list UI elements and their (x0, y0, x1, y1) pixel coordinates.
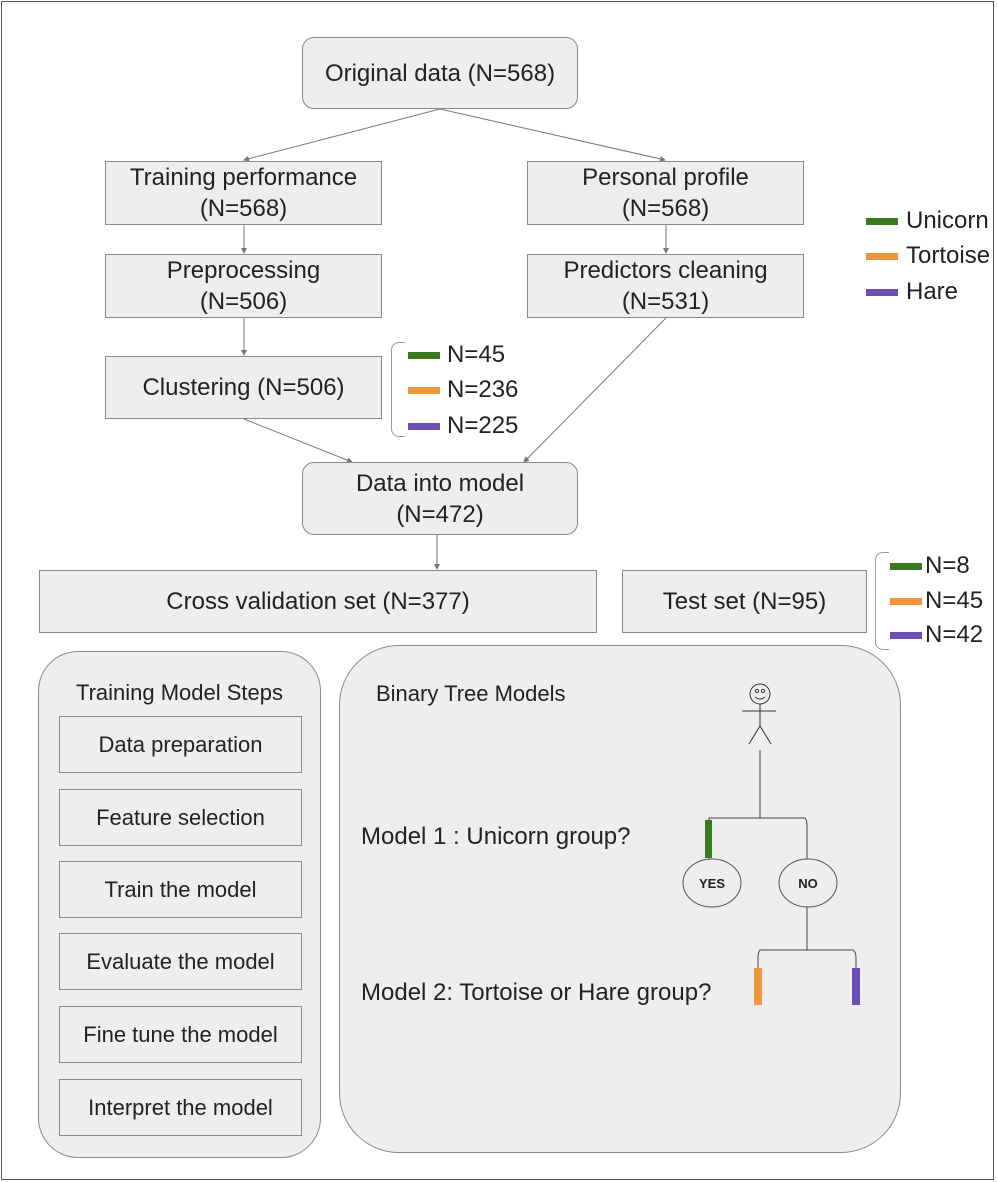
legend-unicorn-label: Unicorn (906, 207, 989, 234)
model-1-question: Model 1 : Unicorn group? (361, 823, 631, 850)
training-performance-box: Training performance (N=568) (105, 161, 382, 225)
test-count-unicorn-value: N=8 (925, 552, 970, 579)
cluster-count-hare: N=225 (408, 411, 518, 441)
training-performance-count: (N=568) (199, 195, 288, 222)
stick-figure-head (749, 683, 771, 705)
cluster-count-unicorn: N=45 (408, 340, 505, 370)
legend-unicorn: Unicorn (866, 206, 989, 236)
preprocessing-count: (N=506) (199, 288, 288, 315)
test-count-hare-value: N=42 (925, 621, 984, 648)
arrow-clustering-to-model (243, 418, 353, 463)
cluster-count-unicorn-value: N=45 (447, 341, 506, 368)
stick-figure-leg-right (759, 725, 772, 745)
tree-branch-model-2 (757, 907, 857, 968)
original-data-label: Original data (N=568) (324, 59, 556, 87)
cluster-count-tortoise-value: N=236 (447, 376, 519, 403)
tortoise-swatch (866, 252, 898, 260)
unicorn-swatch (890, 562, 922, 570)
preprocessing-label: Preprocessing (166, 257, 321, 284)
stick-figure-eye-right (760, 688, 766, 694)
hare-swatch (890, 631, 922, 639)
training-steps-title: Training Model Steps (75, 680, 284, 705)
original-data-box: Original data (N=568) (302, 37, 578, 109)
arrow-predictors-to-model (523, 317, 667, 463)
test-count-tortoise: N=45 (890, 586, 983, 616)
data-into-model-count: (N=472) (396, 500, 484, 528)
arrow-original-to-personal (439, 108, 666, 162)
tortoise-swatch (890, 597, 922, 605)
data-into-model-label: Data into model (355, 469, 525, 497)
step-feature-selection: Feature selection (59, 789, 302, 846)
stick-figure-leg-left (748, 725, 761, 745)
no-node-label: NO (798, 876, 818, 891)
cross-validation-box: Cross validation set (N=377) (39, 570, 597, 633)
test-set-box: Test set (N=95) (622, 570, 867, 633)
clustering-box: Clustering (N=506) (105, 356, 382, 419)
cross-validation-label: Cross validation set (N=377) (166, 588, 470, 615)
hare-swatch (408, 422, 440, 430)
data-into-model-box: Data into model (N=472) (302, 462, 578, 535)
hare-bar (852, 968, 860, 1005)
cluster-count-hare-value: N=225 (447, 412, 519, 439)
clustering-label: Clustering (N=506) (142, 374, 345, 401)
legend-hare-label: Hare (906, 278, 959, 305)
test-count-tortoise-value: N=45 (925, 587, 984, 614)
preprocessing-box: Preprocessing (N=506) (105, 254, 382, 318)
legend-tortoise-label: Tortoise (906, 242, 991, 269)
test-count-hare: N=42 (890, 620, 983, 650)
stick-figure-smile (754, 696, 766, 700)
predictors-cleaning-label: Predictors cleaning (563, 257, 768, 284)
cluster-count-tortoise: N=236 (408, 375, 518, 405)
stick-figure-icon (742, 683, 776, 745)
unicorn-yes-bar (705, 820, 712, 858)
tortoise-bar (754, 968, 762, 1005)
unicorn-swatch (866, 217, 898, 225)
unicorn-swatch (408, 351, 440, 359)
tree-branch-model-1 (708, 817, 808, 863)
binary-tree-title: Binary Tree Models (376, 681, 566, 706)
legend-tortoise: Tortoise (866, 241, 990, 271)
step-evaluate-model: Evaluate the model (59, 933, 302, 990)
yes-node (682, 858, 742, 908)
personal-profile-box: Personal profile (N=568) (527, 161, 804, 225)
personal-profile-count: (N=568) (621, 195, 710, 222)
step-data-preparation: Data preparation (59, 716, 302, 773)
yes-node-label: YES (699, 876, 725, 891)
tortoise-swatch (408, 386, 440, 394)
legend-hare: Hare (866, 277, 958, 307)
step-train-model: Train the model (59, 861, 302, 918)
step-fine-tune-model: Fine tune the model (59, 1006, 302, 1063)
no-node (778, 858, 838, 908)
training-performance-label: Training performance (129, 164, 358, 191)
model-2-question: Model 2: Tortoise or Hare group? (361, 979, 712, 1006)
arrow-original-to-training (243, 108, 441, 162)
personal-profile-label: Personal profile (582, 164, 749, 191)
test-count-unicorn: N=8 (890, 551, 970, 581)
step-interpret-model: Interpret the model (59, 1079, 302, 1136)
test-set-label: Test set (N=95) (662, 588, 827, 615)
hare-swatch (866, 288, 898, 296)
cluster-counts-bracket (391, 342, 405, 437)
test-counts-bracket (875, 552, 889, 650)
predictors-cleaning-box: Predictors cleaning (N=531) (527, 254, 804, 318)
predictors-cleaning-count: (N=531) (621, 288, 710, 315)
stick-figure-eye-left (754, 688, 760, 694)
